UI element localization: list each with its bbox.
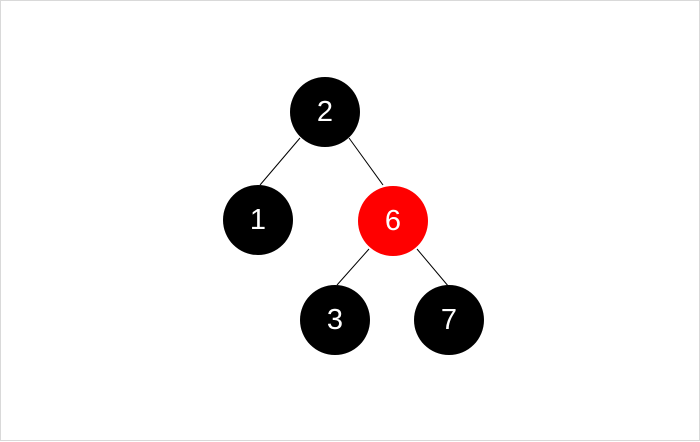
edge-2-6 (348, 137, 384, 186)
node-3-circle (300, 285, 370, 355)
node-6-label: 6 (385, 205, 401, 237)
node-1-label: 1 (250, 204, 266, 236)
node-3: 3 (300, 285, 370, 355)
node-3-label: 3 (327, 304, 343, 336)
node-2-circle (290, 77, 360, 147)
node-7-circle (414, 285, 484, 355)
node-7: 7 (414, 285, 484, 355)
edge-6-7 (416, 248, 450, 288)
edges-layer (259, 137, 450, 288)
node-7-label: 7 (441, 304, 457, 336)
node-6-circle (358, 186, 428, 256)
node-1-circle (223, 185, 293, 255)
node-2-label: 2 (317, 96, 333, 128)
node-2: 2 (290, 77, 360, 147)
node-6: 6 (358, 186, 428, 256)
node-1: 1 (223, 185, 293, 255)
edge-2-1 (259, 137, 301, 186)
edge-6-3 (336, 248, 370, 286)
